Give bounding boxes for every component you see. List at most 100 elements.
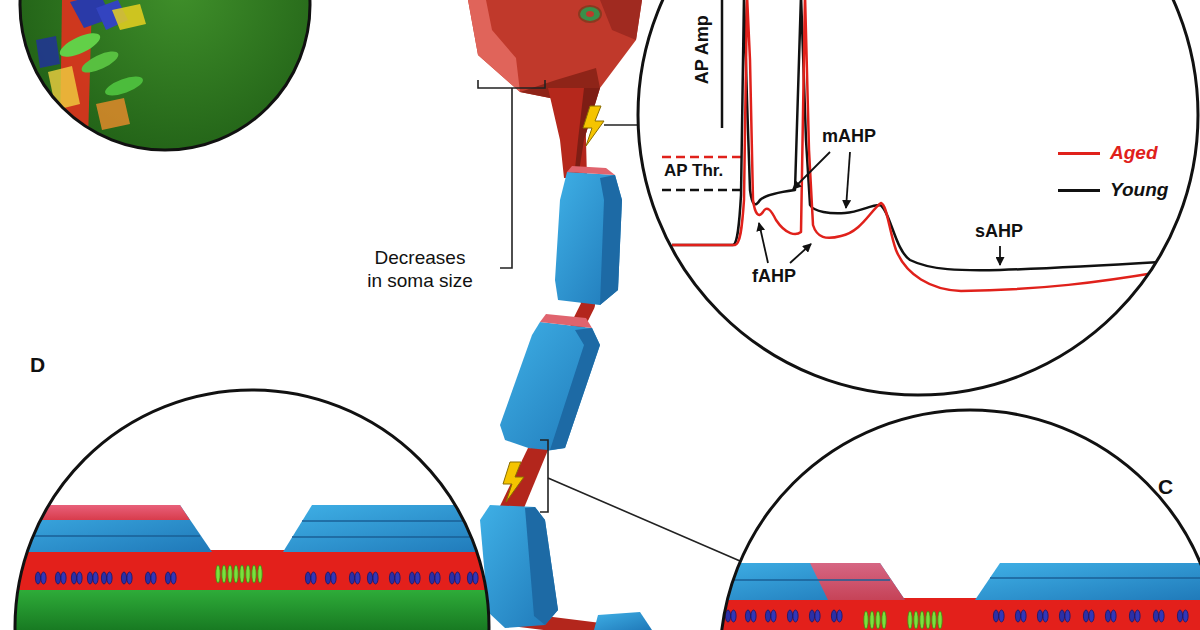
zoom-circle — [787, 610, 798, 622]
zoom-circle — [367, 572, 378, 584]
neuron-illustration — [468, 0, 520, 92]
zoom-circle — [429, 572, 440, 584]
zoom-circle — [993, 610, 1004, 622]
zoom-circle — [721, 0, 724, 128]
neuron-illustration — [586, 11, 594, 17]
zoom-circle — [121, 572, 132, 584]
zoom-circle — [20, 0, 310, 150]
neuron-illustration — [500, 448, 548, 508]
leader-line — [604, 124, 640, 126]
zoom-circle — [0, 505, 212, 552]
neuron-illustration — [583, 106, 604, 146]
zoom-circle — [20, 0, 310, 150]
zoom-circle — [0, 535, 200, 537]
zoom-circle — [1059, 610, 1070, 622]
neuron-illustration — [503, 462, 524, 502]
neuron-illustration — [579, 6, 601, 22]
zoom-circle — [700, 563, 905, 600]
zoom-circle — [228, 565, 232, 583]
zoom-circle — [467, 572, 478, 584]
zoom-circle — [1083, 610, 1094, 622]
zoom-circle — [1015, 610, 1026, 622]
zoom-circle — [831, 610, 842, 622]
zoom-circle — [725, 610, 736, 622]
neuron-illustration — [555, 172, 622, 305]
zoom-circle — [103, 73, 145, 100]
trace-label: sAHP — [975, 221, 1023, 243]
legend-text: Aged — [1110, 142, 1158, 165]
zoom-circle — [35, 572, 46, 584]
zoom-circle — [990, 577, 1200, 579]
zoom-circle — [79, 47, 121, 77]
neuron-illustration — [468, 0, 652, 630]
zoom-circle — [216, 565, 220, 583]
zoom-circle — [920, 611, 924, 629]
zoom-circle — [145, 572, 156, 584]
leader-line — [540, 440, 548, 512]
zoom-circle — [0, 588, 500, 630]
zoom-circle — [700, 598, 1200, 630]
zoom-circle — [700, 410, 1200, 630]
zoom-circle — [759, 152, 1000, 265]
neuron-illustration — [574, 88, 600, 178]
trace-label: fAHP — [752, 266, 796, 288]
zoom-circle — [409, 572, 420, 584]
zoom-circle — [48, 66, 80, 110]
zoom-circle — [914, 611, 918, 629]
zoom-circle — [246, 565, 250, 583]
zoom-circle — [87, 572, 98, 584]
zoom-circle — [662, 156, 745, 159]
zoom-circle — [305, 572, 316, 584]
zoom-circle — [793, 152, 830, 189]
zoom-circle — [165, 572, 176, 584]
zoom-circle — [0, 390, 500, 630]
neuron-illustration — [567, 166, 615, 175]
zoom-circle — [975, 563, 1200, 600]
zoom-circle — [932, 611, 936, 629]
neuron-illustration — [480, 505, 558, 628]
panel-letter: D — [30, 352, 45, 377]
zoom-circle — [1177, 610, 1188, 622]
neuron-illustration — [594, 612, 652, 630]
zoom-circle — [112, 4, 146, 30]
zoom-circle — [810, 563, 905, 600]
zoom-circle — [0, 505, 500, 630]
zoom-circle — [349, 572, 360, 584]
leader-line — [500, 88, 512, 268]
zoom-circle — [258, 565, 262, 583]
panel-letter: C — [1158, 474, 1173, 499]
zoom-circle — [662, 189, 745, 192]
neuron-illustration — [600, 0, 642, 40]
zoom-circle — [222, 565, 226, 583]
zoom-circle — [809, 610, 820, 622]
neuron-illustration — [600, 175, 622, 305]
zoom-circle — [864, 611, 868, 629]
zoom-circle — [662, 0, 1160, 291]
zoom-circle — [638, 0, 1198, 395]
zoom-circle — [638, 0, 1198, 395]
annotation: Decreases in soma size — [366, 247, 474, 293]
zoom-circle — [292, 536, 500, 538]
leader-line — [548, 478, 740, 561]
zoom-circle — [720, 410, 1200, 630]
trace-label: mAHP — [822, 126, 876, 148]
zoom-circle — [700, 563, 1200, 630]
zoom-circle — [1105, 610, 1116, 622]
zoom-circle — [20, 0, 310, 150]
zoom-circle — [302, 520, 500, 522]
zoom-circle — [638, 0, 1198, 395]
zoom-circle — [745, 610, 756, 622]
zoom-circle — [252, 565, 256, 583]
zoom-circle — [999, 246, 1001, 265]
neuron-illustration — [540, 314, 592, 328]
zoom-circle — [71, 572, 82, 584]
zoom-circle — [0, 505, 190, 520]
zoom-circle — [870, 611, 874, 629]
legend-line — [1058, 189, 1100, 192]
zoom-circle — [759, 223, 768, 263]
zoom-circle — [96, 98, 130, 130]
zoom-circle — [1129, 610, 1140, 622]
neuron-illustration — [468, 0, 642, 100]
